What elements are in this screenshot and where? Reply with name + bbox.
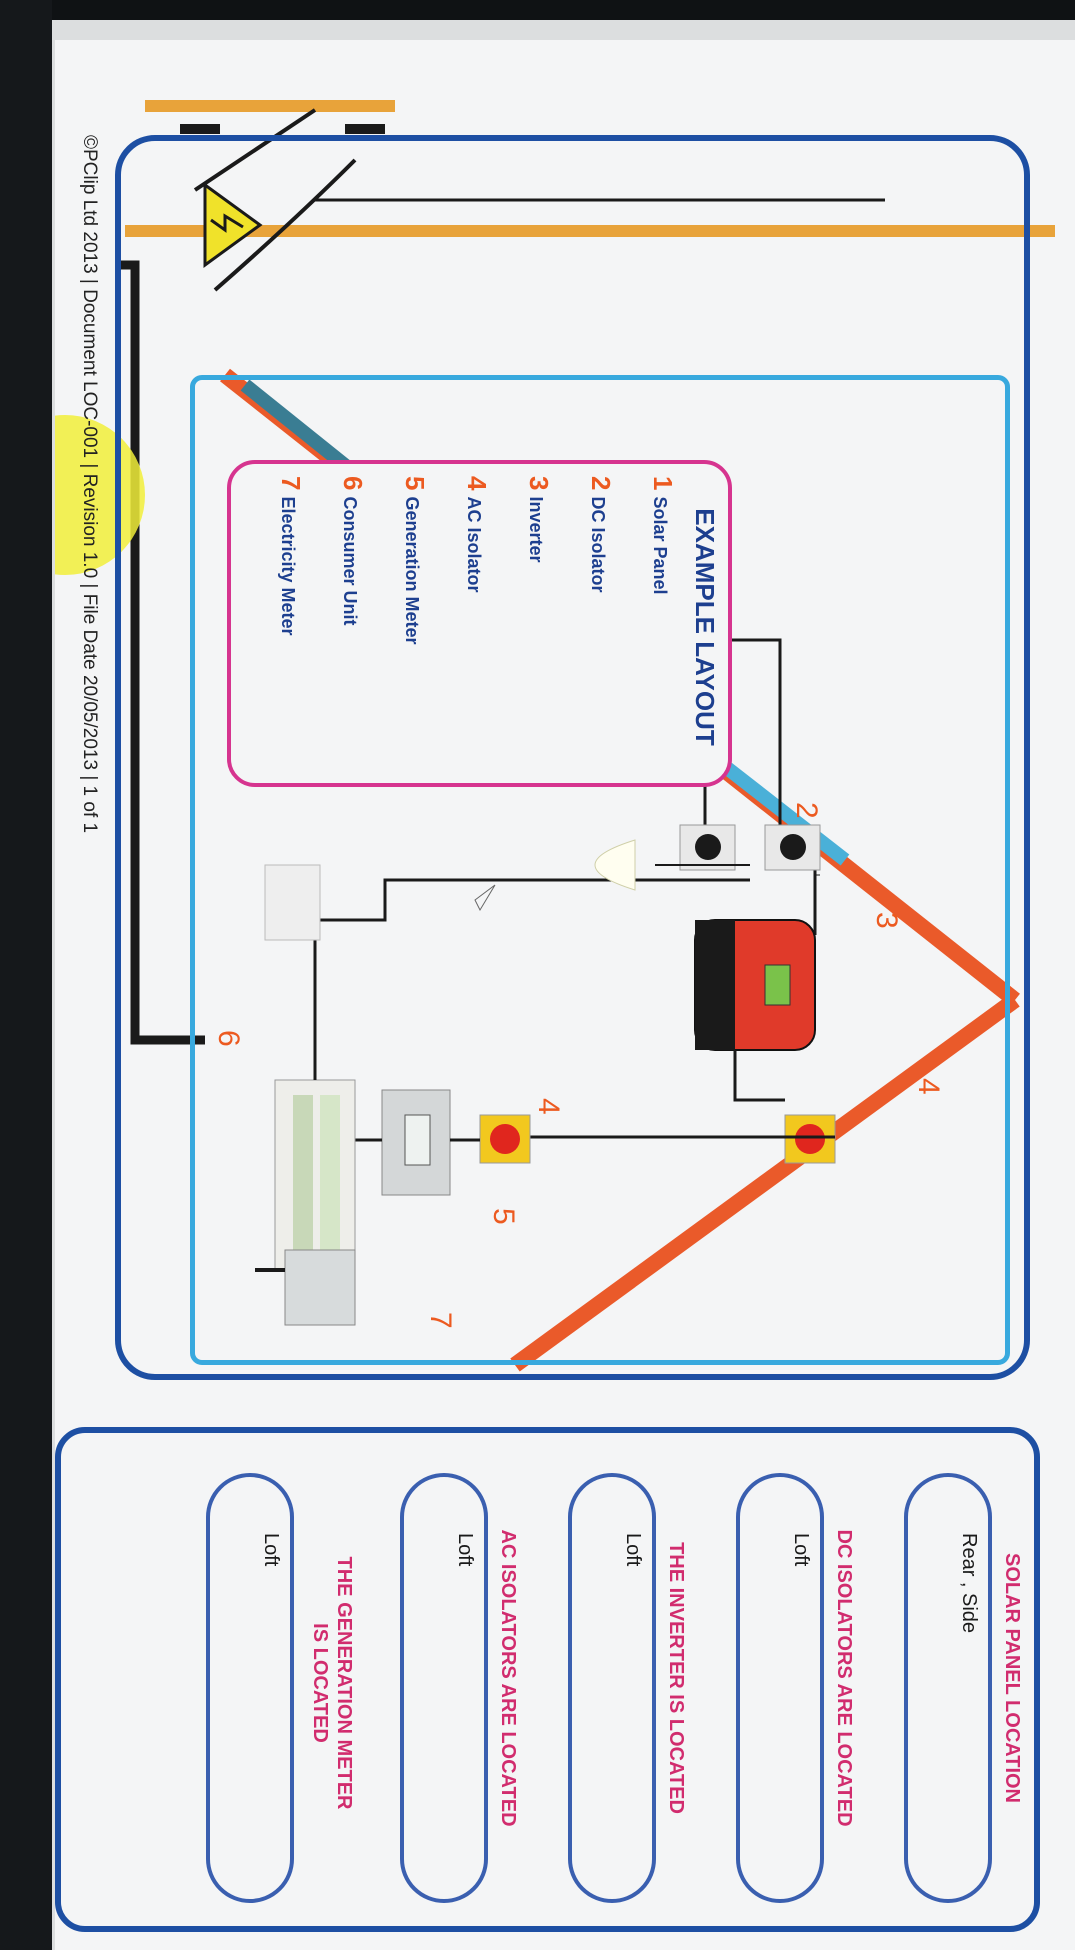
legend-item: 6Consumer Unit	[338, 476, 368, 626]
dc-isolators-heading: DC ISOLATORS ARE LOCATED	[833, 1529, 855, 1827]
legend-item: 2DC Isolator	[586, 476, 616, 593]
generation-meter-field[interactable]: Loft	[206, 1473, 294, 1903]
monitor-bezel-top	[0, 0, 1075, 20]
dc-isolators-field[interactable]: Loft	[736, 1473, 824, 1903]
generation-meter-heading: THE GENERATION METER IS LOCATED	[309, 1556, 355, 1810]
monitor-bezel-left	[0, 0, 52, 1950]
example-layout-legend: EXAMPLE LAYOUT 1Solar Panel 2DC Isolator…	[227, 460, 732, 787]
legend-item: 5Generation Meter	[400, 476, 430, 645]
diagram-label-6: 6	[212, 1030, 245, 1047]
ac-isolators-heading: AC ISOLATORS ARE LOCATED	[497, 1529, 519, 1827]
legend-item: 3Inverter	[524, 476, 554, 563]
wall-socket	[264, 864, 321, 941]
legend-item: 1Solar Panel	[648, 476, 678, 595]
diagram-label-7: 7	[424, 1312, 457, 1329]
locations-panel: SOLAR PANEL LOCATION Rear , Side DC ISOL…	[55, 1427, 1040, 1932]
warning-sign-icon	[203, 182, 263, 268]
mouse-cursor-icon	[474, 884, 496, 912]
solar-panel-location-field[interactable]: Rear , Side	[904, 1473, 992, 1903]
diagram-label-5: 5	[487, 1208, 520, 1225]
diagram-label-4-loft: 4	[912, 1078, 945, 1095]
ac-isolators-field[interactable]: Loft	[400, 1473, 488, 1903]
diagram-label-2: 2	[790, 802, 823, 819]
power-pole-crossbar	[145, 100, 395, 112]
legend-item: 4AC Isolator	[462, 476, 492, 593]
service-cable	[120, 260, 205, 1045]
electricity-meter	[284, 1249, 356, 1326]
legend-item: 7Electricity Meter	[276, 476, 306, 636]
document-footer: ©PClip Ltd 2013 | Document LOC-001 | Rev…	[79, 135, 100, 834]
solar-panel-location-heading: SOLAR PANEL LOCATION	[1001, 1553, 1023, 1803]
lamp-icon	[594, 839, 636, 891]
diagram-label-4-ground: 4	[532, 1098, 565, 1115]
inverter-heading: THE INVERTER IS LOCATED	[665, 1542, 687, 1814]
legend-title: EXAMPLE LAYOUT	[690, 508, 720, 746]
sun-icon	[55, 415, 145, 575]
incoming-cable	[125, 225, 1055, 237]
diagram-label-3: 3	[870, 912, 903, 929]
document-page: 2 3 4 4 5 6 7 EXAMPLE LAYOUT 1Solar Pane…	[55, 40, 1075, 1950]
roof-line-right	[510, 993, 1020, 1372]
inverter-field[interactable]: Loft	[568, 1473, 656, 1903]
